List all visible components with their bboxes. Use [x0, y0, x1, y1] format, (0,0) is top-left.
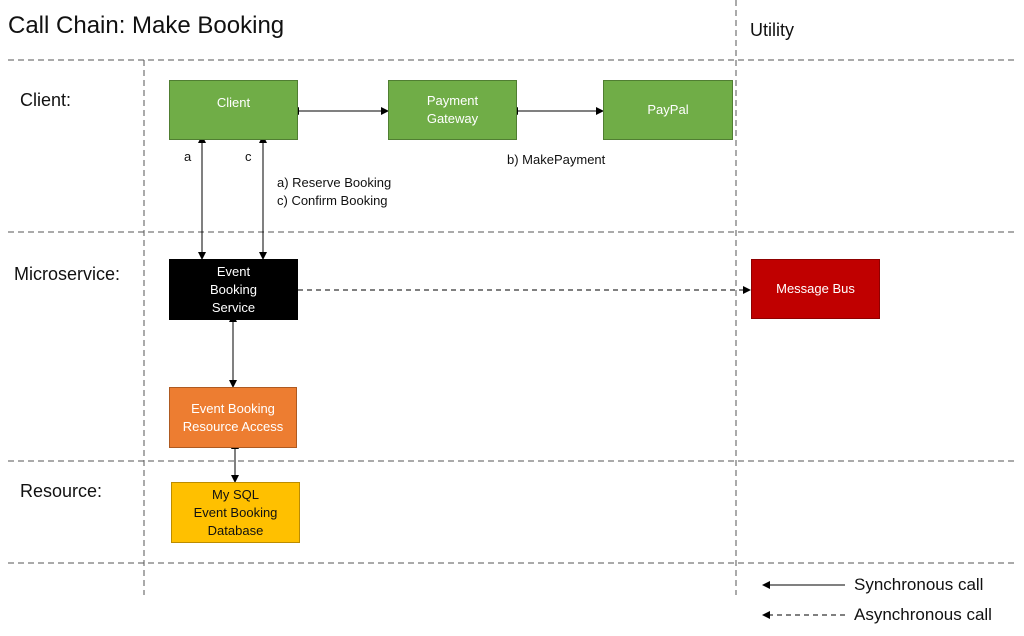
arrow-label-c: c [245, 149, 252, 164]
annotation-make-payment: b) MakePayment [507, 152, 606, 167]
lane-label-resource: Resource: [20, 481, 103, 501]
payment-gateway-box: Payment Gateway [388, 80, 517, 140]
paypal-box: PayPal [603, 80, 733, 140]
event-booking-resource-access-box: Event Booking Resource Access [169, 387, 297, 448]
legend-sync-label: Synchronous call [854, 575, 984, 594]
client-box: Client [169, 80, 298, 140]
legend-async-label: Asynchronous call [854, 605, 992, 624]
utility-column-label: Utility [750, 20, 794, 40]
event-booking-database-box: My SQL Event Booking Database [171, 482, 300, 543]
annotation-confirm-booking: c) Confirm Booking [277, 193, 388, 208]
lane-label-client: Client: [20, 90, 72, 110]
event-booking-service-box: Event Booking Service [169, 259, 298, 320]
diagram-title: Call Chain: Make Booking [8, 12, 285, 39]
arrow-label-a: a [184, 149, 192, 164]
message-bus-box: Message Bus [751, 259, 880, 319]
lane-label-microservice: Microservice: [14, 264, 121, 284]
annotation-reserve-booking: a) Reserve Booking [277, 175, 392, 190]
